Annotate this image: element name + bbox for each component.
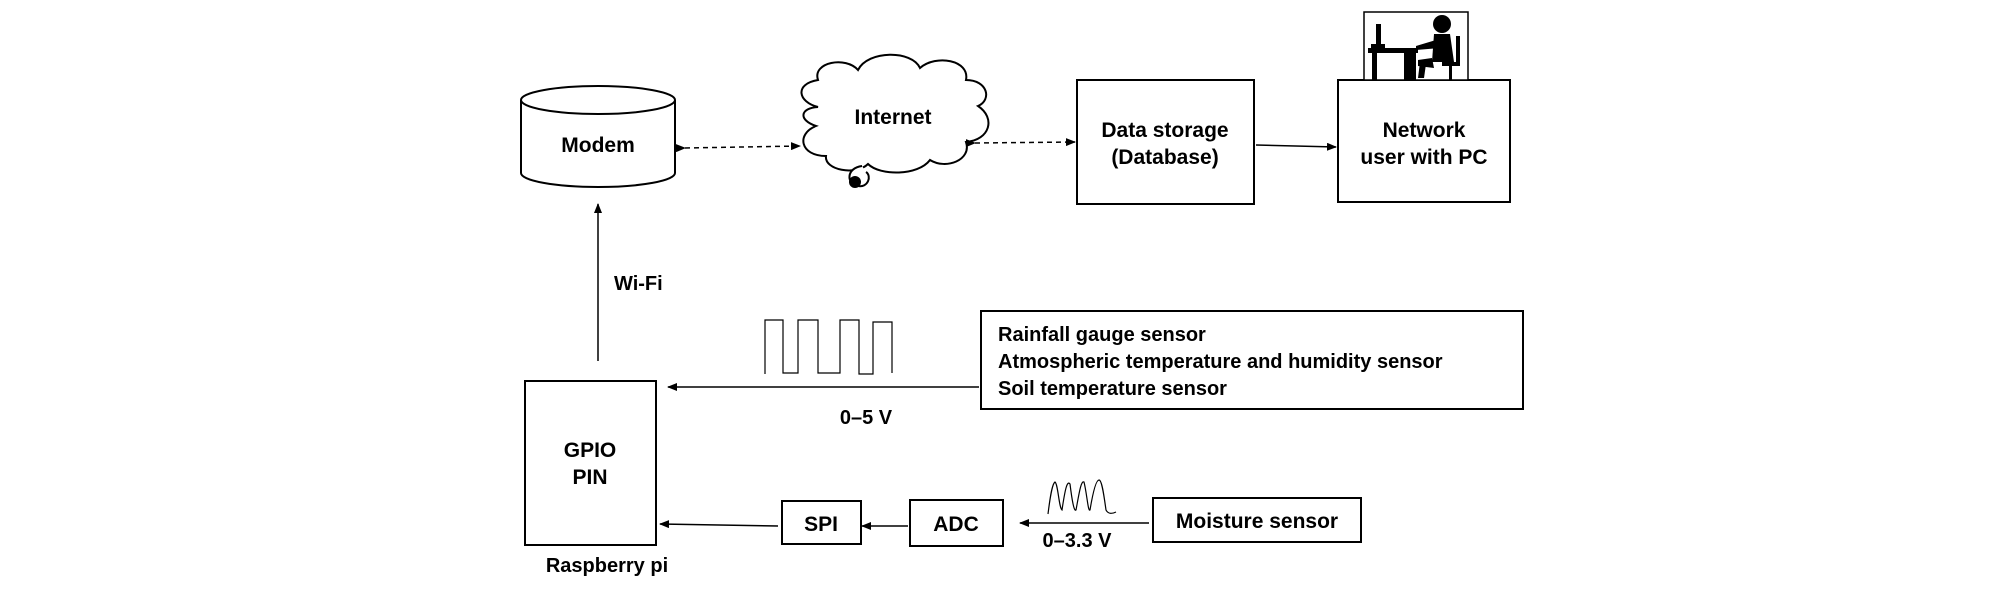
wifi-label: Wi-Fi bbox=[614, 273, 663, 295]
data-storage-label-line2: (Database) bbox=[1111, 146, 1218, 169]
internet-cloud: Internet bbox=[800, 53, 990, 188]
storage-user-arrow bbox=[1255, 142, 1337, 151]
internet-label: Internet bbox=[854, 106, 931, 129]
spi-label: SPI bbox=[804, 513, 838, 536]
adc-node: ADC bbox=[909, 499, 1004, 547]
internet-storage-link bbox=[965, 138, 1076, 148]
analog-wave-icon bbox=[1047, 479, 1117, 515]
sensor-atmospheric-label: Atmospheric temperature and humidity sen… bbox=[998, 351, 1443, 373]
sensor-rainfall-label: Rainfall gauge sensor bbox=[998, 324, 1206, 346]
modem-label: Modem bbox=[561, 134, 635, 157]
spi-node: SPI bbox=[781, 500, 862, 545]
data-storage-node: Data storage (Database) bbox=[1076, 79, 1255, 205]
square-wave-icon bbox=[764, 319, 893, 375]
network-user-label-line1: Network bbox=[1383, 119, 1466, 142]
gpio-node: GPIO PIN bbox=[524, 380, 657, 546]
person-at-computer-icon bbox=[1363, 11, 1469, 81]
spi-gpio-arrow bbox=[659, 520, 779, 529]
gpio-label-line2: PIN bbox=[572, 466, 607, 489]
gpio-label-line1: GPIO bbox=[564, 439, 617, 462]
adc-label: ADC bbox=[933, 513, 979, 536]
moisture-sensor-node: Moisture sensor bbox=[1152, 497, 1362, 543]
moisture-sensor-label: Moisture sensor bbox=[1176, 510, 1338, 533]
analog-voltage-label: 0–3.3 V bbox=[1043, 530, 1113, 552]
network-user-label-line2: user with PC bbox=[1360, 146, 1487, 169]
sensors-node: Rainfall gauge sensor Atmospheric temper… bbox=[980, 310, 1524, 410]
raspberry-pi-label: Raspberry pi bbox=[546, 555, 668, 577]
digital-voltage-label: 0–5 V bbox=[840, 407, 893, 429]
modem-node: Modem bbox=[520, 85, 676, 188]
data-storage-label-line1: Data storage bbox=[1101, 119, 1228, 142]
modem-internet-link bbox=[675, 142, 801, 153]
sensor-soil-label: Soil temperature sensor bbox=[998, 378, 1227, 400]
network-user-node: Network user with PC bbox=[1337, 79, 1511, 203]
